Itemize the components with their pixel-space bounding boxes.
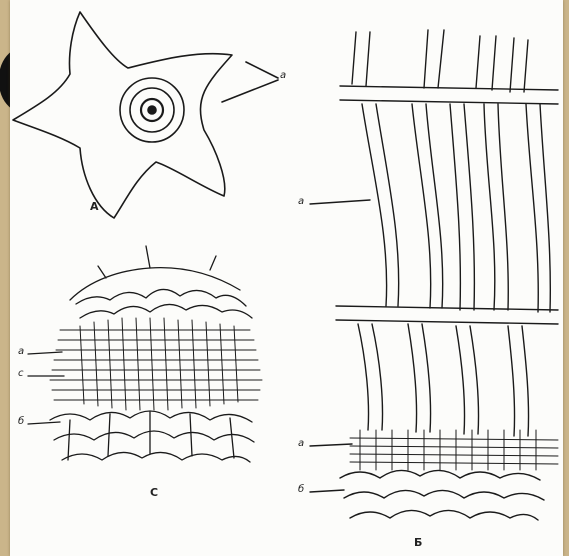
- figure-a-star-section: [13, 12, 278, 218]
- part-letter-b-top: a: [298, 196, 304, 207]
- botanical-plate: A C Б a a a б a с б: [10, 0, 563, 556]
- plant-anatomy-drawing: [10, 0, 563, 556]
- figure-b-longitudinal: [310, 30, 558, 520]
- part-letter-c-left-2: с: [18, 368, 24, 379]
- part-letter-b-bottom-1: a: [298, 438, 304, 449]
- figure-b-label: Б: [414, 536, 422, 549]
- figure-c-label: C: [150, 486, 158, 499]
- figure-c-tissue: [28, 246, 262, 462]
- part-letter-a-pointer: a: [280, 70, 286, 81]
- part-letter-c-left-1: a: [18, 346, 24, 357]
- part-letter-b-bottom-2: б: [298, 484, 304, 495]
- figure-a-label: A: [90, 200, 99, 213]
- part-letter-c-left-3: б: [18, 416, 24, 427]
